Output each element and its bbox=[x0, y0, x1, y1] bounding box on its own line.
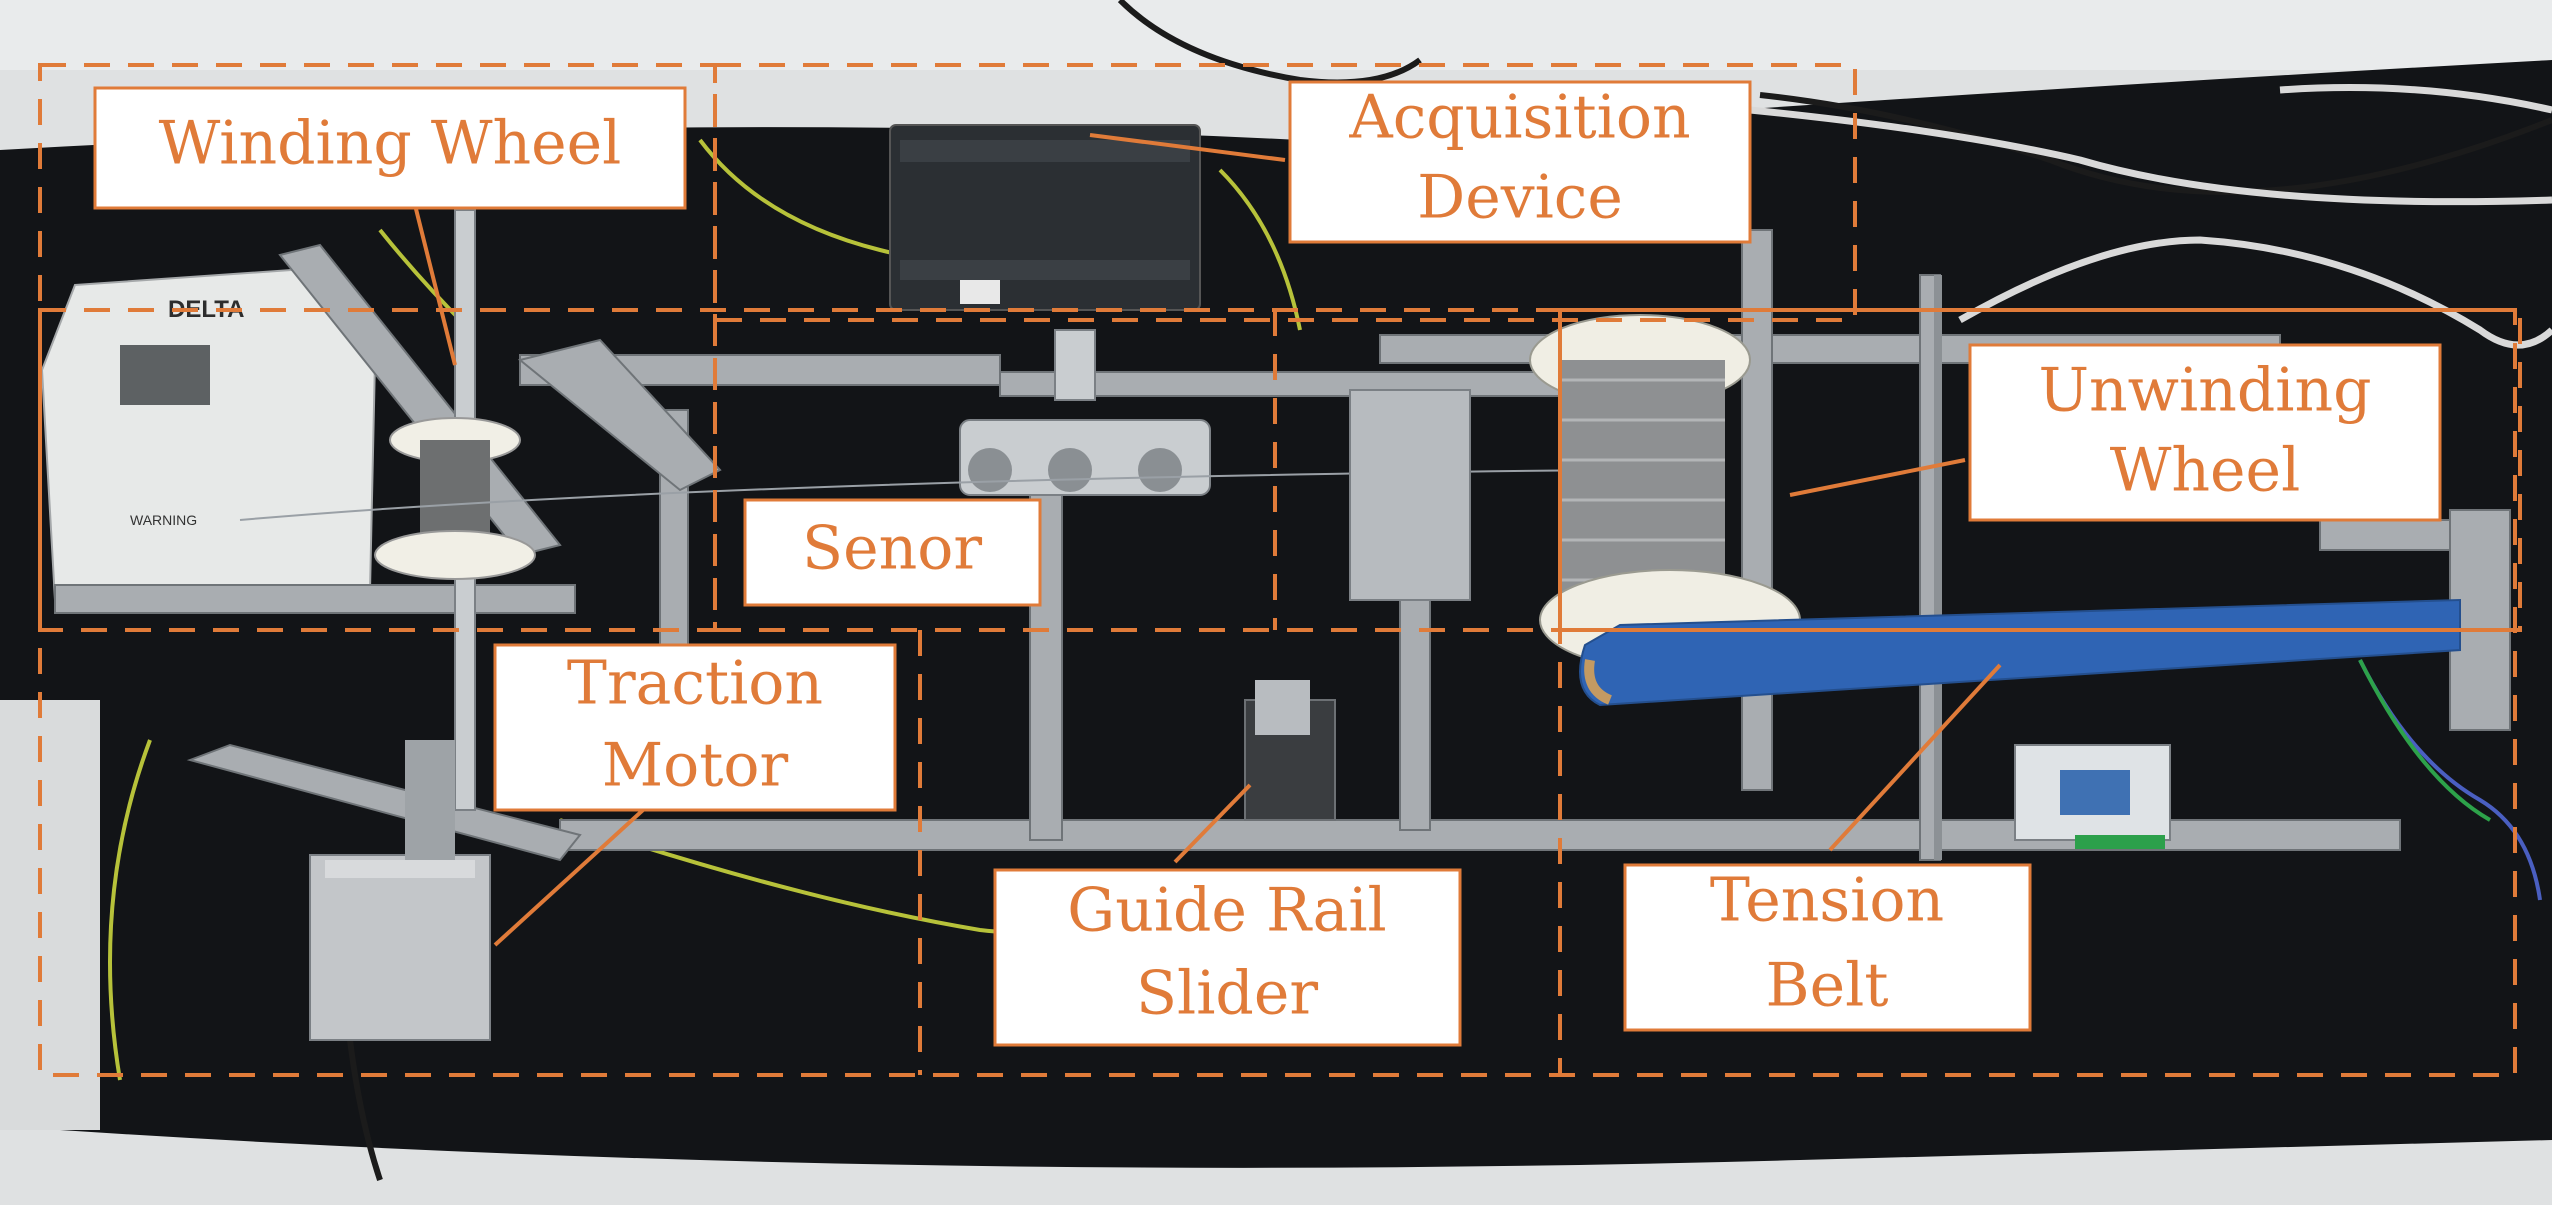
driver-board bbox=[2014, 744, 2171, 849]
label-guide-rail-slider: Guide Rail Slider bbox=[993, 868, 1462, 1047]
label-acquisition-device: Acquisition Device bbox=[1288, 80, 1752, 244]
leader-lines bbox=[413, 133, 2002, 947]
acquisition-device bbox=[889, 124, 1201, 311]
guide-rail-slider bbox=[1244, 680, 1336, 821]
traction-motor bbox=[309, 740, 491, 1041]
label-traction-line1: Traction bbox=[567, 649, 823, 719]
label-unwinding-line1: Unwinding bbox=[2038, 356, 2371, 426]
label-acquisition-line1: Acquisition bbox=[1348, 83, 1690, 153]
inverter-warning-text: WARNING bbox=[130, 512, 197, 528]
tension-belt bbox=[1579, 598, 2461, 707]
label-guide-line2: Slider bbox=[1136, 959, 1318, 1029]
label-tension-line1: Tension bbox=[1710, 866, 1944, 936]
zone-overall bbox=[38, 308, 2517, 1077]
zone-acquisition bbox=[713, 63, 1857, 322]
label-tension-belt: Tension Belt bbox=[1623, 863, 2032, 1032]
inverter-unit: DELTA WARNING bbox=[40, 266, 377, 602]
label-traction-line2: Motor bbox=[602, 731, 789, 801]
label-traction-motor: Traction Motor bbox=[493, 643, 897, 812]
label-unwinding-wheel: Unwinding Wheel bbox=[1968, 343, 2442, 522]
label-winding-wheel-text: Winding Wheel bbox=[159, 109, 622, 179]
label-tension-line2: Belt bbox=[1766, 951, 1889, 1021]
label-winding-wheel: Winding Wheel bbox=[93, 86, 687, 210]
winding-wheel bbox=[374, 209, 536, 811]
sensor-module bbox=[239, 329, 1601, 521]
label-unwinding-line2: Wheel bbox=[2110, 436, 2301, 506]
label-acquisition-line2: Device bbox=[1417, 163, 1623, 233]
dashed-zones bbox=[38, 63, 2522, 1077]
mounting-plate bbox=[1349, 389, 1471, 601]
label-guide-line1: Guide Rail bbox=[1067, 876, 1386, 946]
label-senor: Senor bbox=[743, 498, 1042, 607]
label-senor-text: Senor bbox=[802, 514, 982, 584]
